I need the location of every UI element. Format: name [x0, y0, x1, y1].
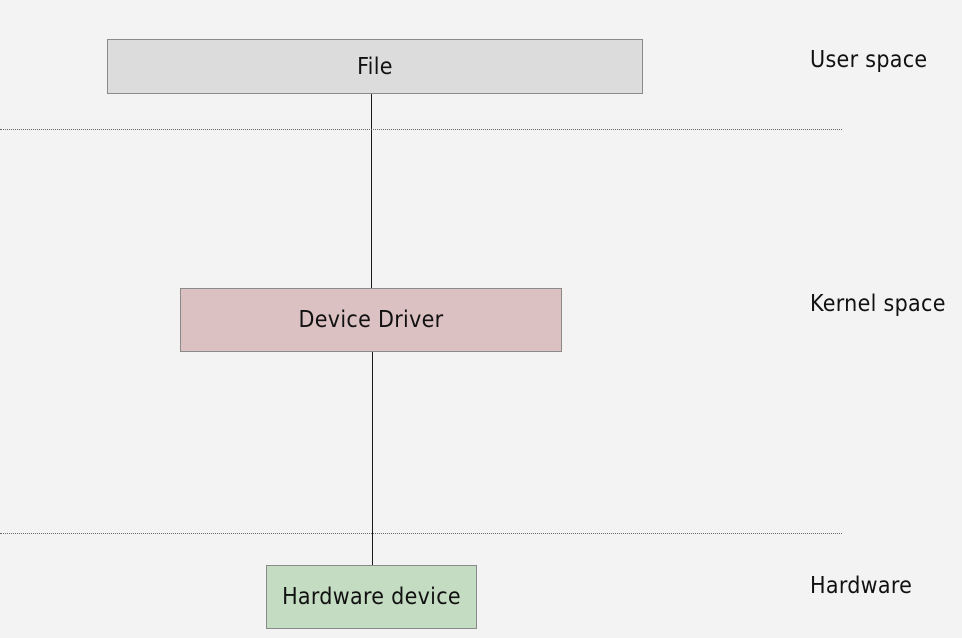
user-space-label: User space [810, 47, 928, 73]
kernel-hardware-divider [0, 533, 842, 534]
kernel-space-label: Kernel space [810, 291, 946, 317]
file-node: File [107, 39, 643, 94]
hardware-label: Hardware [810, 573, 913, 599]
device-driver-node: Device Driver [180, 288, 562, 352]
hardware-device-node: Hardware device [266, 565, 477, 629]
user-kernel-divider [0, 129, 842, 130]
hardware-device-node-label: Hardware device [282, 584, 461, 610]
edge-file-to-device-driver [371, 93, 372, 289]
file-node-label: File [357, 53, 393, 80]
device-driver-node-label: Device Driver [298, 307, 444, 333]
edge-device-driver-to-hardware-device [372, 351, 373, 566]
